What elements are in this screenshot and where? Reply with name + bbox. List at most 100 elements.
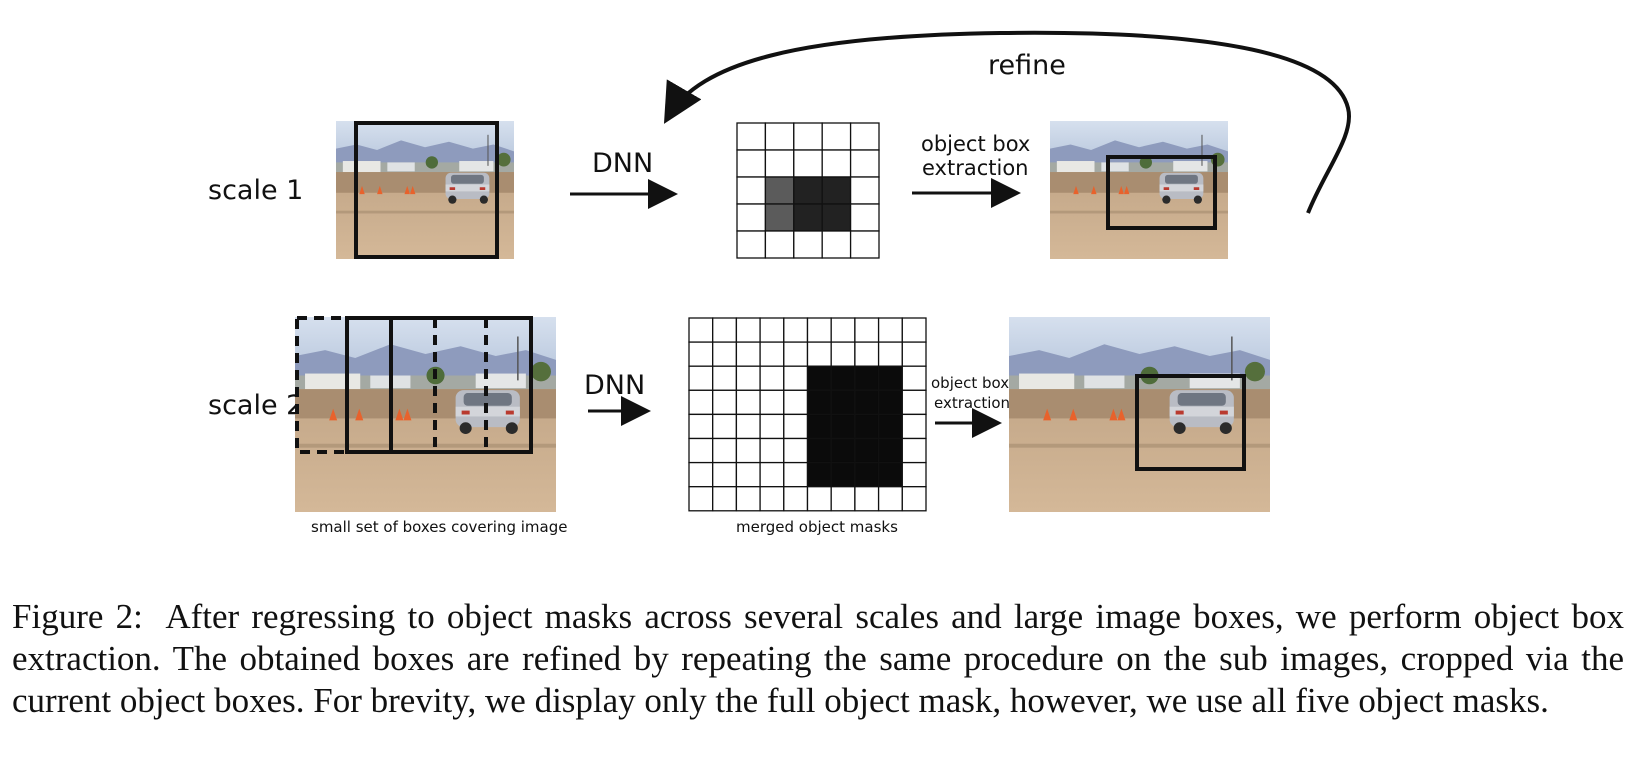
small-mask-cell (736, 176, 767, 205)
merged-mask-cell (783, 317, 809, 343)
small-mask-cell (821, 176, 852, 205)
merged-mask-cell (830, 389, 856, 416)
small-mask-cell (849, 176, 880, 205)
small-mask-cell (736, 230, 767, 259)
scale-2-photo (295, 316, 556, 512)
merged-mask-cell (759, 389, 785, 416)
merged-mask-cell (688, 461, 714, 488)
merged-mask-cell (712, 317, 738, 343)
merged-mask-cell (759, 461, 785, 488)
merged-mask-cell (877, 341, 903, 367)
merged-mask-cell (877, 365, 903, 391)
small-mask-cell (821, 149, 852, 178)
merged-mask-cell (877, 389, 903, 416)
merged-mask-cell (783, 365, 809, 391)
merged-mask-cell (806, 365, 832, 391)
small-mask-cell (793, 122, 823, 151)
small-mask-cell (849, 230, 880, 259)
merged-mask-cell (901, 413, 927, 440)
merged-mask-cell (830, 413, 856, 440)
merged-mask-cell (783, 341, 809, 367)
scale-1-full-box (354, 121, 499, 259)
merged-mask-cell (877, 317, 903, 343)
merged-mask-cell (830, 365, 856, 391)
merged-mask-cell (688, 341, 714, 367)
scale-1-photo (336, 121, 514, 259)
merged-mask-cell (712, 341, 738, 367)
merged-mask-cell (735, 317, 761, 343)
scale-1-extracted-box (1106, 155, 1217, 230)
merged-mask-cell (854, 486, 880, 512)
merged-mask-cell (806, 413, 832, 440)
merged-mask-cell (735, 413, 761, 440)
pipeline-figure: scale 1 DNN object box extraction refine… (208, 30, 1352, 536)
merged-mask-cell (901, 461, 927, 488)
merged-mask-cell (901, 437, 927, 464)
merged-mask-cell (735, 461, 761, 488)
extraction-label-row-2-line-2: extraction (934, 394, 1010, 412)
dnn-label-row-2: DNN (584, 370, 645, 401)
dnn-arrow-row-2: DNN (584, 370, 651, 426)
small-mask-cell (849, 122, 880, 151)
small-mask-cell (793, 203, 823, 232)
small-mask-cell (764, 203, 795, 232)
small-mask-cell (821, 203, 852, 232)
small-mask-cell (764, 176, 795, 205)
extraction-label-row-2-line-1: object box (931, 374, 1009, 392)
merged-mask-cell (759, 437, 785, 464)
scale-2-label: scale 2 (208, 390, 303, 421)
merged-mask-cell (712, 461, 738, 488)
merged-mask-cell (783, 389, 809, 416)
scale-2-result-photo (1009, 317, 1270, 512)
small-mask-cell (764, 230, 795, 259)
merged-mask-cell (759, 365, 785, 391)
merged-mask-cell (877, 437, 903, 464)
merged-mask-cell (759, 317, 785, 343)
scale-2-solid-box (345, 316, 533, 454)
merged-mask-cell (735, 341, 761, 367)
merged-mask-cell (759, 341, 785, 367)
merged-mask-cell (783, 486, 809, 512)
merged-mask-cell (830, 486, 856, 512)
boxes-caption: small set of boxes covering image (311, 518, 568, 536)
merged-mask-cell (735, 437, 761, 464)
merged-mask-cell (688, 389, 714, 416)
small-mask-cell (793, 176, 823, 205)
small-mask-cell (736, 122, 767, 151)
merged-mask-cell (901, 486, 927, 512)
small-mask-cell (764, 149, 795, 178)
merged-mask-cell (854, 461, 880, 488)
merged-mask-cell (854, 365, 880, 391)
small-mask-cell (849, 149, 880, 178)
scale-1-result-photo (1050, 121, 1228, 259)
scale-2-extracted-box (1135, 374, 1246, 471)
merged-mask-cell (783, 437, 809, 464)
merged-mask-cell (735, 389, 761, 416)
merged-mask-cell (830, 317, 856, 343)
merged-mask-cell (712, 413, 738, 440)
scale-2-dashed-box-1 (295, 316, 349, 454)
merged-mask-cell (712, 486, 738, 512)
merged-mask-cell (854, 317, 880, 343)
merged-mask-cell (901, 365, 927, 391)
small-mask-cell (764, 122, 795, 151)
merged-mask-cell (854, 437, 880, 464)
merged-mask-cell (759, 413, 785, 440)
merged-mask-cell (854, 341, 880, 367)
scale-1-label: scale 1 (208, 175, 303, 206)
small-mask-cell (821, 230, 852, 259)
figure-caption: Figure 2: After regressing to object mas… (12, 596, 1624, 722)
dnn-label-row-1: DNN (592, 148, 653, 179)
refine-arrow: refine (663, 30, 1352, 214)
merged-mask-cell (901, 317, 927, 343)
merged-mask-cell (806, 317, 832, 343)
merged-mask-grid (688, 317, 927, 512)
small-mask-cell (849, 203, 880, 232)
merged-mask-cell (783, 461, 809, 488)
masks-caption: merged object masks (736, 518, 898, 536)
merged-mask-cell (712, 365, 738, 391)
merged-mask-cell (783, 413, 809, 440)
merged-mask-cell (806, 389, 832, 416)
object-mask-grid-small (736, 122, 880, 259)
merged-mask-cell (877, 413, 903, 440)
